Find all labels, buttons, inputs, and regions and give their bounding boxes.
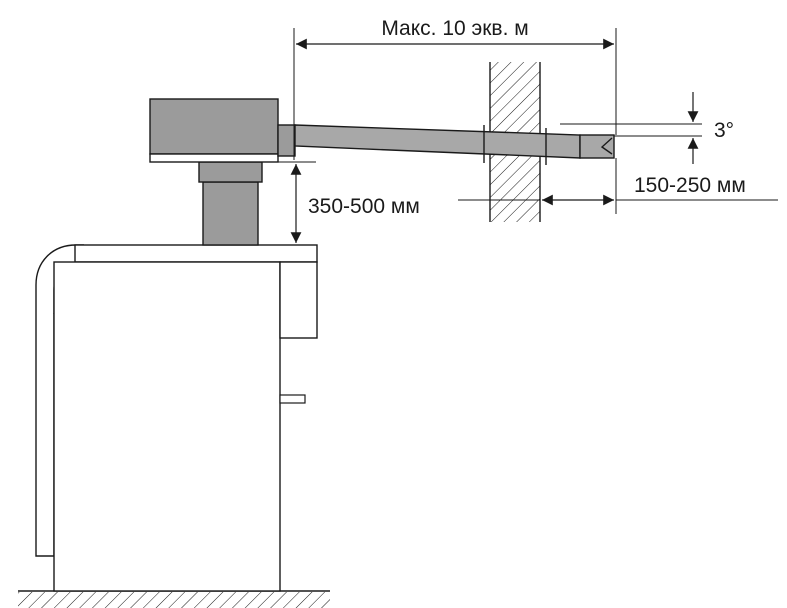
max-length-label: Макс. 10 экв. м — [381, 17, 528, 40]
flue-adapter — [149, 98, 279, 163]
floor — [18, 590, 330, 608]
vertical-flue — [198, 161, 263, 246]
angle-label: 3° — [714, 119, 734, 142]
boiler-control-box — [279, 261, 318, 339]
dimension-protrusion: 150-250 мм — [458, 158, 778, 214]
boiler-top-plate — [74, 244, 318, 263]
horizontal-flue-pipe — [277, 124, 615, 165]
boiler — [35, 244, 318, 592]
boiler-handle — [279, 394, 306, 404]
boiler-cabinet — [53, 261, 281, 592]
boiler-side-pipe — [35, 244, 84, 557]
height-range-label: 350-500 мм — [308, 195, 420, 218]
dimension-height: 350-500 мм — [262, 161, 420, 243]
protrusion-range-label: 150-250 мм — [634, 174, 746, 197]
flue-terminal — [579, 134, 615, 159]
dimension-max-length: Макс. 10 экв. м — [293, 17, 617, 160]
dimension-angle: 3° — [560, 92, 734, 164]
